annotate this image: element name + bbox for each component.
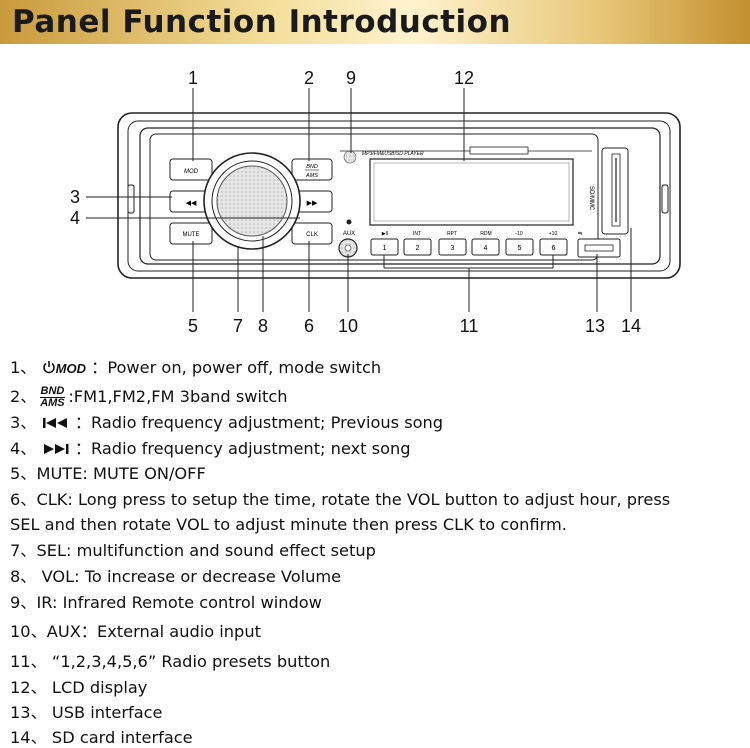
svg-text:MP3/FM&USB/SD PLAYER: MP3/FM&USB/SD PLAYER <box>362 151 424 157</box>
header-banner: Panel Function Introduction <box>0 0 750 44</box>
callout-1: 1 <box>187 68 199 88</box>
svg-text:⇆: ⇆ <box>578 231 582 237</box>
desc-item-6b: SEL and then rotate VOL to adjust minute… <box>10 515 567 534</box>
desc-item-14: 14、 SD card interface <box>10 728 193 747</box>
callout-13: 13 <box>584 316 606 336</box>
page-title: Panel Function Introduction <box>12 4 512 40</box>
callout-11: 11 <box>459 316 479 336</box>
callout-14: 14 <box>620 316 642 336</box>
previous-track-icon <box>42 414 70 434</box>
desc-item-6a: 6、CLK: Long press to setup the time, rot… <box>10 490 671 509</box>
preset-button-2 <box>403 238 432 256</box>
svg-text:▶II: ▶II <box>382 231 389 237</box>
svg-text:4: 4 <box>484 245 488 252</box>
callout-5: 5 <box>187 316 199 336</box>
preset-button-5 <box>505 238 534 256</box>
mod-button-label: MOD <box>184 169 199 175</box>
panel-diagram: 1 2 9 12 3 4 5 7 8 6 10 11 13 14 MOD ◀◀ … <box>0 58 750 348</box>
svg-text:1: 1 <box>383 245 387 252</box>
svg-text:3: 3 <box>451 245 455 252</box>
next-track-icon <box>42 440 70 460</box>
svg-text:+10: +10 <box>549 231 558 237</box>
svg-text:RDM: RDM <box>480 231 491 237</box>
svg-text:AMS: AMS <box>305 173 318 179</box>
svg-text:2: 2 <box>416 245 420 252</box>
desc-item-7: 7、SEL: multifunction and sound effect se… <box>10 541 376 560</box>
desc-item-13: 13、 USB interface <box>10 703 163 722</box>
svg-text:-10: -10 <box>515 231 522 237</box>
preset-button-4 <box>471 238 500 256</box>
svg-text:INT: INT <box>413 231 421 237</box>
outer-housing <box>117 112 681 279</box>
power-icon <box>42 359 56 379</box>
desc-item-1: 1、 MOD ：Power on, power off, mode switch <box>10 358 382 379</box>
preset-button-3 <box>438 238 467 256</box>
svg-text:CLK: CLK <box>306 232 318 238</box>
callout-4: 4 <box>69 208 81 228</box>
callout-2: 2 <box>303 68 315 88</box>
svg-text:6: 6 <box>552 245 556 252</box>
callout-6: 6 <box>303 316 315 336</box>
svg-text:SD/MMC: SD/MMC <box>588 186 594 211</box>
callout-10: 10 <box>337 316 359 336</box>
svg-text:AUX: AUX <box>343 231 355 237</box>
callout-9: 9 <box>345 68 357 88</box>
callout-8: 8 <box>257 316 269 336</box>
svg-text:BND: BND <box>306 164 318 170</box>
svg-text:MUTE: MUTE <box>183 232 200 238</box>
desc-item-8: 8、 VOL: To increase or decrease Volume <box>10 567 342 586</box>
svg-text:5: 5 <box>518 245 522 252</box>
desc-item-3: 3、 ：Radio frequency adjustment; Previous… <box>10 413 444 434</box>
volume-knob <box>216 165 288 237</box>
usb-port <box>577 238 621 258</box>
callout-12: 12 <box>453 68 475 88</box>
desc-item-10: 10、AUX：External audio input <box>10 622 261 641</box>
mod-button <box>169 158 213 181</box>
desc-item-12: 12、 LCD display <box>10 678 148 697</box>
desc-item-9: 9、IR: Infrared Remote control window <box>10 593 322 612</box>
callout-3: 3 <box>69 187 81 207</box>
device-drawing: MOD ◀◀ MUTE BND AMS ▶▶ CLK MP3/FM&USB/SD… <box>86 88 681 312</box>
desc-item-11: 11、 “1,2,3,4,5,6” Radio presets button <box>10 652 331 671</box>
clk-button <box>291 222 333 245</box>
svg-text:▶▶: ▶▶ <box>307 199 318 207</box>
bnd-ams-button <box>291 158 333 181</box>
callout-7: 7 <box>232 316 244 336</box>
svg-text:◀◀: ◀◀ <box>186 199 197 207</box>
desc-item-5: 5、MUTE: MUTE ON/OFF <box>10 464 206 483</box>
ir-window <box>343 150 357 164</box>
lcd-display <box>369 158 574 226</box>
mute-button <box>169 222 213 245</box>
svg-text:RPT: RPT <box>447 231 457 237</box>
desc-item-4: 4、 ：Radio frequency adjustment; next son… <box>10 439 411 460</box>
